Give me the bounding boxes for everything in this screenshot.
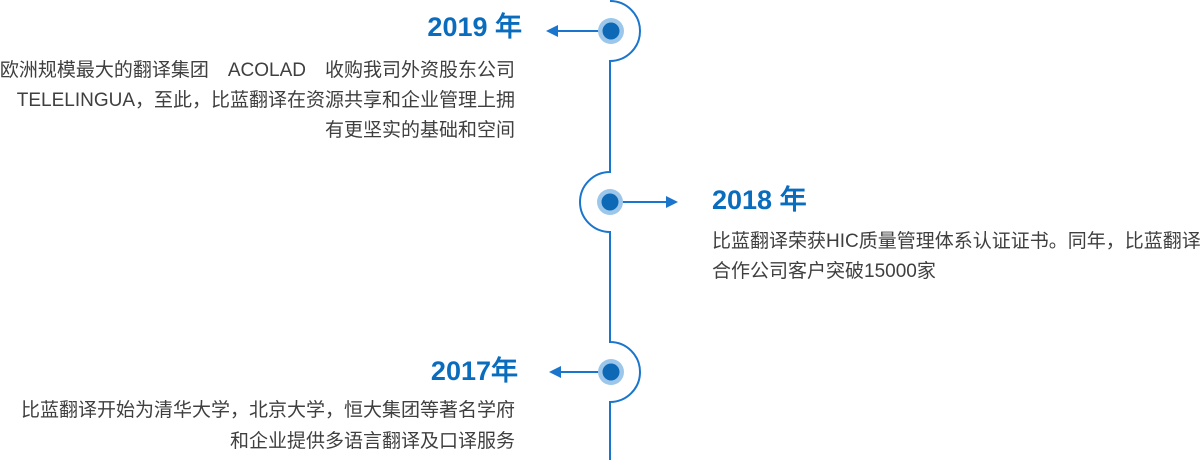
milestone-text-line: 有更坚实的基础和空间	[324, 120, 515, 141]
milestone-2019-text: 欧洲规模最大的翻译集团 ACOLAD 收购我司外资股东公司 TELELINGUA…	[0, 56, 515, 146]
timeline-node-icon	[598, 18, 624, 44]
milestone-text-line: TELELINGUA，至此，比蓝翻译在资源共享和企业管理上拥	[16, 90, 515, 111]
milestone-text-line: 比蓝翻译开始为清华大学，北京大学，恒大集团等著名学府	[20, 400, 515, 421]
year-label-2018: 2018 年	[712, 185, 807, 215]
year-label-2017: 2017年	[430, 356, 518, 386]
milestone-text-line: 合作公司客户突破15000家	[712, 261, 936, 282]
milestone-2017-text: 比蓝翻译开始为清华大学，北京大学，恒大集团等著名学府 和企业提供多语言翻译及口译…	[21, 395, 515, 457]
milestone-text-line: 和企业提供多语言翻译及口译服务	[229, 431, 515, 452]
timeline-node-icon	[598, 359, 624, 385]
timeline-node-icon	[597, 189, 623, 215]
milestone-text-line: 比蓝翻译荣获HIC质量管理体系认证证书。同年，比蓝翻译	[712, 231, 1200, 252]
timeline-spine	[579, 0, 641, 460]
year-label-2019: 2019 年	[427, 12, 522, 42]
milestone-text-line: 欧洲规模最大的翻译集团 ACOLAD 收购我司外资股东公司	[0, 60, 515, 81]
milestone-2018-text: 比蓝翻译荣获HIC质量管理体系认证证书。同年，比蓝翻译 合作公司客户突破1500…	[712, 227, 1200, 287]
